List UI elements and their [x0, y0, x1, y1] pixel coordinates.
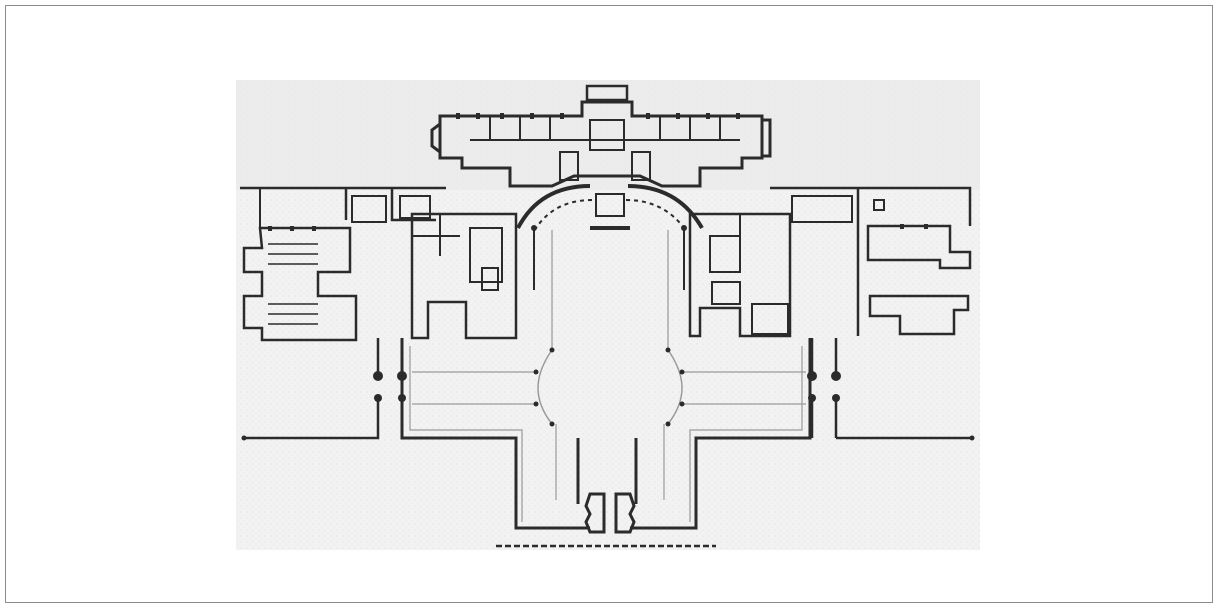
gate-piers [241, 225, 975, 441]
cross-court-inner-line [409, 346, 803, 522]
west-outer-court [244, 398, 380, 440]
main-entrance-steps [595, 193, 625, 217]
east-service-block [688, 212, 792, 338]
north-east-end [762, 118, 772, 158]
west-chapel-block [410, 212, 518, 340]
east-outer-wall [770, 186, 972, 226]
central-court-circle-east [667, 349, 683, 425]
central-stair-west [559, 151, 579, 181]
east-gate-lodge [614, 492, 636, 534]
plan-gray-wash [236, 80, 980, 190]
east-domestic-wing [866, 224, 972, 270]
west-gate-lodge [584, 492, 606, 534]
floor-plan-image [236, 80, 980, 550]
window-marks [268, 113, 928, 231]
cross-court-outline [400, 338, 812, 530]
central-stair-east [631, 151, 651, 181]
west-curved-colonnade [516, 184, 591, 229]
east-curved-colonnade [627, 184, 704, 229]
west-stable-wing [242, 226, 358, 342]
east-kitchen-wing [868, 294, 970, 336]
west-small-rooms [351, 195, 387, 223]
north-portico [585, 84, 629, 102]
central-hall [589, 119, 625, 151]
central-court-circle-west [537, 349, 553, 425]
north-wing-outline [438, 100, 764, 188]
north-west-apse [430, 122, 441, 154]
plan-walls [240, 84, 972, 548]
east-small-rooms [791, 195, 853, 223]
